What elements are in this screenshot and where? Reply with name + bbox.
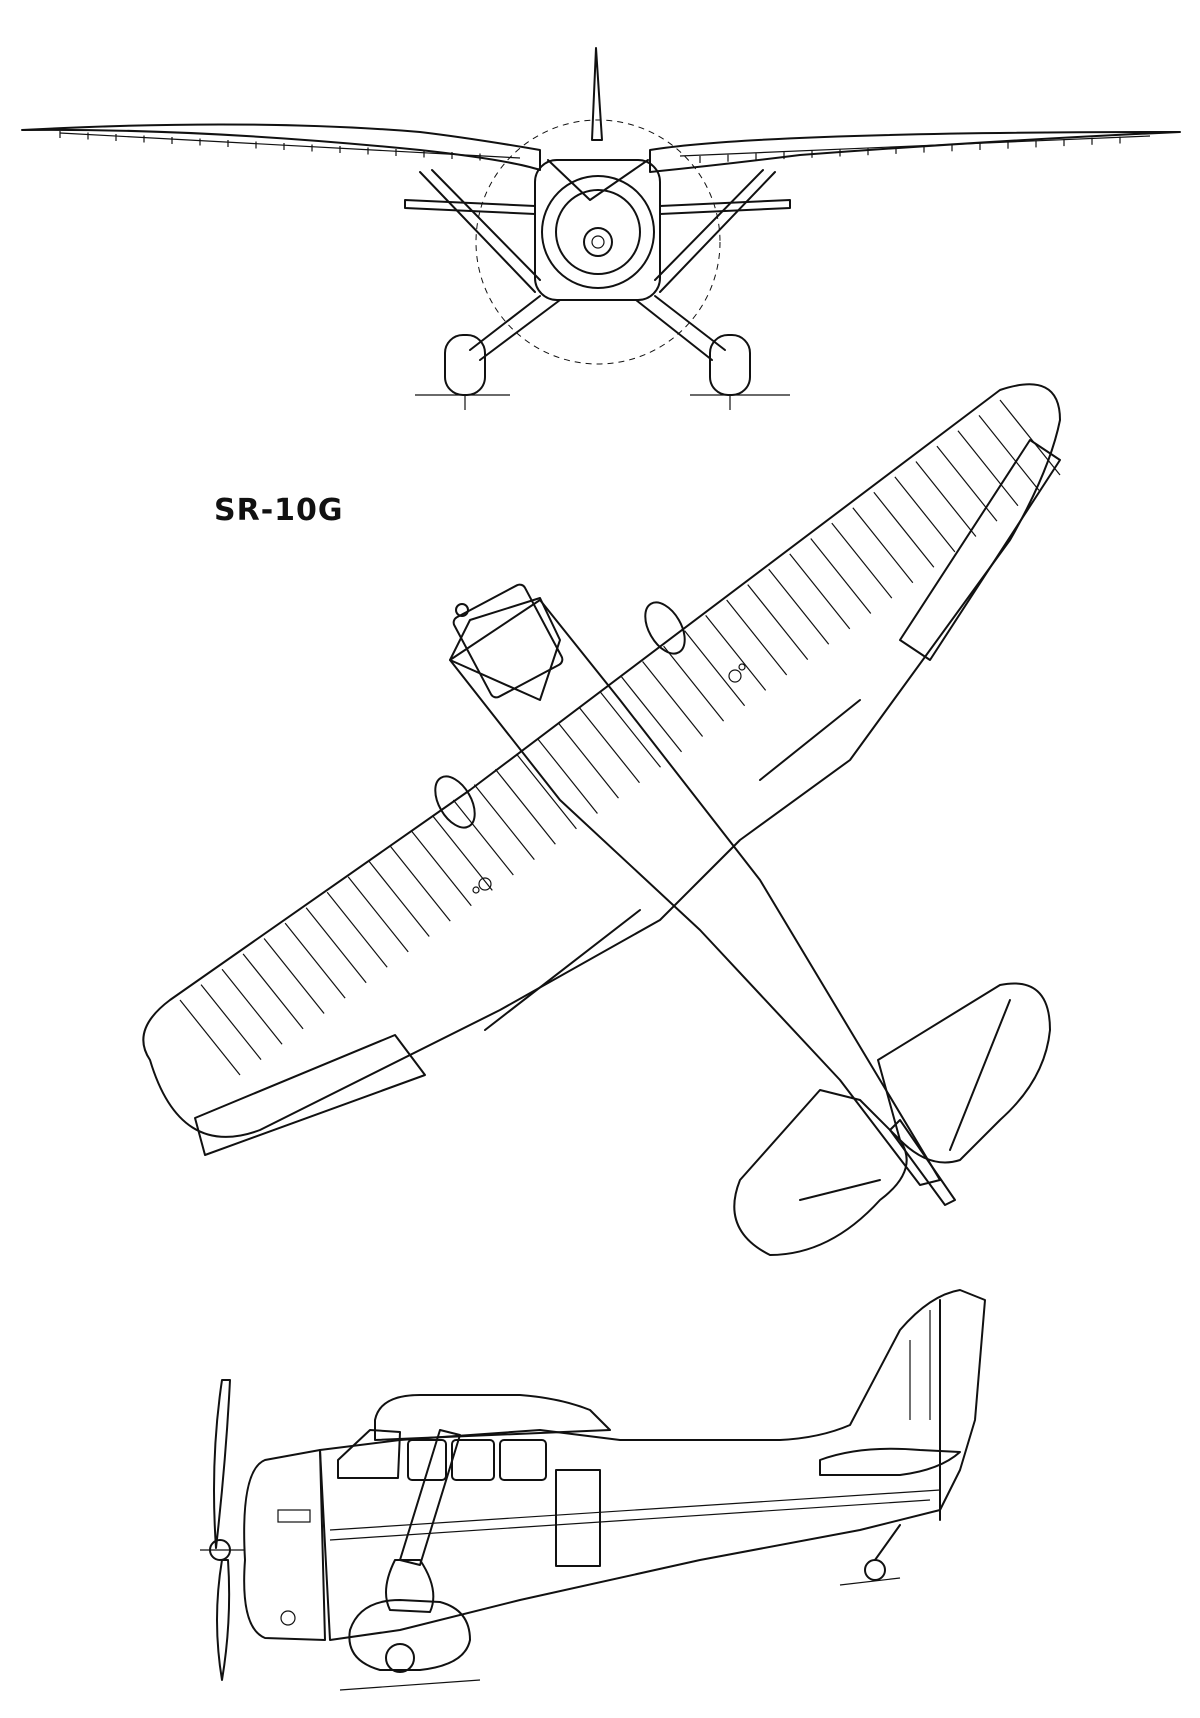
wing-rib-line: [642, 661, 704, 737]
wing-rib-line: [936, 445, 998, 522]
wing-rib-line: [410, 830, 472, 907]
wing-rib-line: [368, 861, 430, 937]
wing-rib-line: [179, 999, 241, 1076]
wing-rib-line: [684, 630, 746, 707]
wing-rib-line: [831, 522, 893, 599]
wing-rib-line: [705, 615, 767, 691]
wing-rib-line: [999, 399, 1061, 476]
wing-rib-line: [221, 968, 283, 1045]
wing-rib-line: [473, 784, 535, 860]
wing-rib-line: [663, 645, 725, 722]
wing-rib-line: [726, 599, 788, 676]
front-view: [21, 47, 1181, 410]
wing-rib-line: [579, 707, 640, 784]
wing-rib-line: [326, 891, 388, 968]
wing-rib-line: [200, 984, 262, 1060]
wing-rib-line: [284, 922, 346, 999]
wing-rib-line: [852, 507, 914, 584]
wing-rib-line: [431, 815, 493, 891]
wing-rib-line: [494, 768, 556, 845]
wing-rib-line: [915, 461, 977, 537]
wing-rib-line: [515, 753, 577, 830]
side-view: [200, 1289, 986, 1691]
wing-rib-line: [600, 691, 661, 768]
top-view: [142, 383, 1061, 1256]
wing-rib-line: [621, 676, 683, 753]
wing-rib-line: [789, 553, 851, 630]
wing-rib-line: [557, 722, 619, 799]
wing-rib-line: [957, 430, 1019, 507]
wing-rib-line: [536, 738, 598, 814]
wing-rib-line: [810, 538, 872, 614]
wing-rib-line: [978, 415, 1040, 491]
wing-rib-line: [747, 584, 809, 660]
wing-rib-line: [452, 799, 514, 876]
wing-rib-line: [894, 476, 956, 553]
wing-rib-line: [347, 876, 409, 953]
drawing-designation-label: SR-10G: [214, 493, 344, 528]
wing-rib-line: [768, 568, 830, 645]
wing-rib-line: [389, 845, 451, 922]
wing-rib-line: [873, 491, 935, 568]
wing-rib-line: [263, 938, 325, 1014]
wing-rib-line: [305, 907, 367, 984]
wing-rib-line: [242, 953, 304, 1030]
